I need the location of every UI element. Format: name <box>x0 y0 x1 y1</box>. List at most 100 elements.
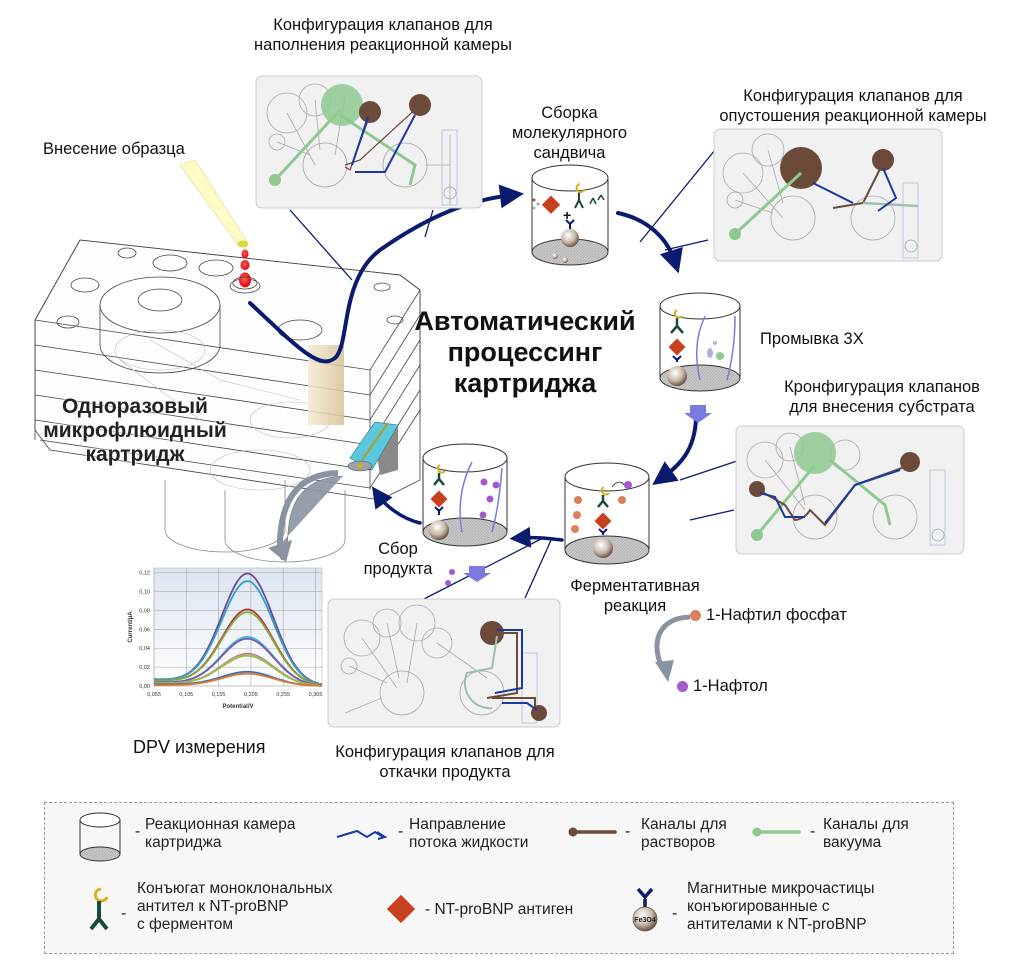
dpv-arrow-body <box>276 470 339 556</box>
collect-line1: Сбор <box>378 540 418 558</box>
dash: - <box>810 823 816 840</box>
valve-chip-substrate <box>735 425 965 555</box>
product-dot-icon <box>677 681 688 692</box>
chamber-enzymatic <box>564 462 650 565</box>
x-tick-label: 0,305 <box>309 692 323 698</box>
pipette-icon <box>179 159 258 290</box>
substrate-dot-icon <box>690 610 701 621</box>
solution-channel-icon <box>568 827 617 837</box>
chamber-sandwich: + <box>531 164 609 266</box>
dpv-label: DPV измерения <box>133 737 266 757</box>
cartridge-line3: картридж <box>85 443 185 466</box>
wash-arrow <box>690 405 706 415</box>
series-line-s4 <box>153 611 323 686</box>
product-label: 1-Нафтол <box>693 677 768 695</box>
pump-config-line1: Конфигурация клапанов для <box>335 743 555 761</box>
valve-chip-empty <box>713 128 943 262</box>
x-tick-label: 0,055 <box>147 692 161 698</box>
antigen-diamond-icon <box>386 894 416 924</box>
center-title-line2: процессинг <box>447 337 603 367</box>
legend-flow-line1: Направление <box>409 816 506 833</box>
legend-particles-line2: конъюгированные с <box>687 898 830 915</box>
y-tick-label: 0,02 <box>139 665 150 671</box>
collect-line2: продукта <box>363 560 433 578</box>
dash: - <box>672 905 678 922</box>
enzymatic-line2: реакция <box>603 597 667 615</box>
sandwich-label: Сборка молекулярного сандвича <box>497 103 642 163</box>
y-axis-label: Current/µA <box>128 611 134 643</box>
dash: - <box>121 905 127 922</box>
empty-config-line2: опустошения реакционной камеры <box>719 107 987 125</box>
valve-chip-fill <box>255 75 483 209</box>
fill-config-line2: наполнения реакционной камеры <box>254 36 512 54</box>
legend-flow: Направление потока жидкости <box>409 816 528 852</box>
chamber-legend-icon <box>79 812 121 862</box>
electrode-chip <box>347 421 399 475</box>
product-dot <box>445 580 451 586</box>
legend-chamber: Реакционная камера картриджа <box>145 816 296 852</box>
enzymatic-line1: Ферментативная <box>570 577 700 595</box>
legend-solution-channels: Каналы для растворов <box>641 816 727 852</box>
magnetic-particle-icon: Fe3O4 <box>632 887 658 932</box>
sandwich-line3: сандвича <box>533 144 606 162</box>
reaction-arrow <box>654 614 691 669</box>
collect-arrow <box>469 566 485 574</box>
wash-arrow-head <box>684 413 712 423</box>
dash: - <box>425 901 431 918</box>
substrate-label: 1-Нафтил фосфат <box>706 606 847 624</box>
x-tick-label: 0,105 <box>179 692 193 698</box>
center-title: Автоматический процессинг картриджа <box>405 306 645 399</box>
wash-label: Промывка 3X <box>760 330 864 348</box>
x-tick-label: 0,205 <box>244 692 258 698</box>
legend-conjugate-line3: с ферментом <box>137 916 234 933</box>
center-title-line1: Автоматический <box>414 306 636 336</box>
fill-config-label: Конфигурация клапанов для наполнения реа… <box>222 15 544 55</box>
substrate-config-line1: Кронфигурация клапанов <box>784 378 980 396</box>
svg-text:+: + <box>563 207 571 223</box>
pump-config-label: Конфигурация клапанов для откачки продук… <box>300 742 590 782</box>
dash: - <box>135 823 141 840</box>
sandwich-line1: Сборка <box>541 104 598 122</box>
series-line-s9 <box>153 654 323 687</box>
legend-chamber-line1: Реакционная камера <box>145 816 296 833</box>
y-tick-label: 0,10 <box>139 590 150 596</box>
dash: - <box>625 823 631 840</box>
series-line-s6 <box>154 637 323 687</box>
y-tick-label: 0,00 <box>139 684 150 690</box>
legend-vacuum-channels: Каналы для вакуума <box>823 816 909 852</box>
legend-conjugate-line2: антител к NT-proBNP <box>137 898 289 915</box>
process-arrows <box>248 184 698 548</box>
flow-direction-icon <box>336 829 388 840</box>
particle-formula: Fe3O4 <box>634 917 656 924</box>
y-tick-label: 0,06 <box>139 627 150 633</box>
y-tick-label: 0,12 <box>139 571 150 577</box>
legend-vacuum-line1: Каналы для <box>823 816 909 833</box>
cartridge-drawing <box>34 239 421 563</box>
substrate-config-line2: для внесения субстрата <box>789 398 975 416</box>
x-axis-label: Potential/V <box>222 704 253 710</box>
legend-particles-line1: Магнитные микрочастицы <box>687 880 875 897</box>
legend-conjugate: Конъюгат моноклональных антител к NT-pro… <box>137 880 333 934</box>
legend-vacuum-line2: вакуума <box>823 834 882 851</box>
series-line-s2 <box>153 580 323 686</box>
legend-solution-line1: Каналы для <box>641 816 727 833</box>
collect-label: Сбор продукта <box>358 539 438 579</box>
fill-config-line1: Конфигурация клапанов для <box>273 16 493 34</box>
y-tick-label: 0,04 <box>139 646 150 652</box>
substrate-config-label: Кронфигурация клапанов для внесения субс… <box>750 377 1014 417</box>
vacuum-channel-icon <box>752 827 801 837</box>
sandwich-line2: молекулярного <box>511 124 628 142</box>
legend-antigen: - NT-proBNP антиген <box>425 901 573 919</box>
conjugate-antibody-icon <box>89 887 109 931</box>
empty-config-line1: Конфигурация клапанов для <box>743 87 963 105</box>
enzymatic-label: Ферментативная реакция <box>560 576 710 616</box>
sample-intro-label: Внесение образца <box>43 140 185 158</box>
cartridge-line2: микрофлюидный <box>43 419 227 442</box>
legend-solution-line2: растворов <box>641 834 716 851</box>
chamber-wash <box>659 292 741 392</box>
series-line-s11 <box>153 672 323 687</box>
legend-antigen-text: NT-proBNP антиген <box>434 901 574 918</box>
x-tick-label: 0,155 <box>212 692 226 698</box>
